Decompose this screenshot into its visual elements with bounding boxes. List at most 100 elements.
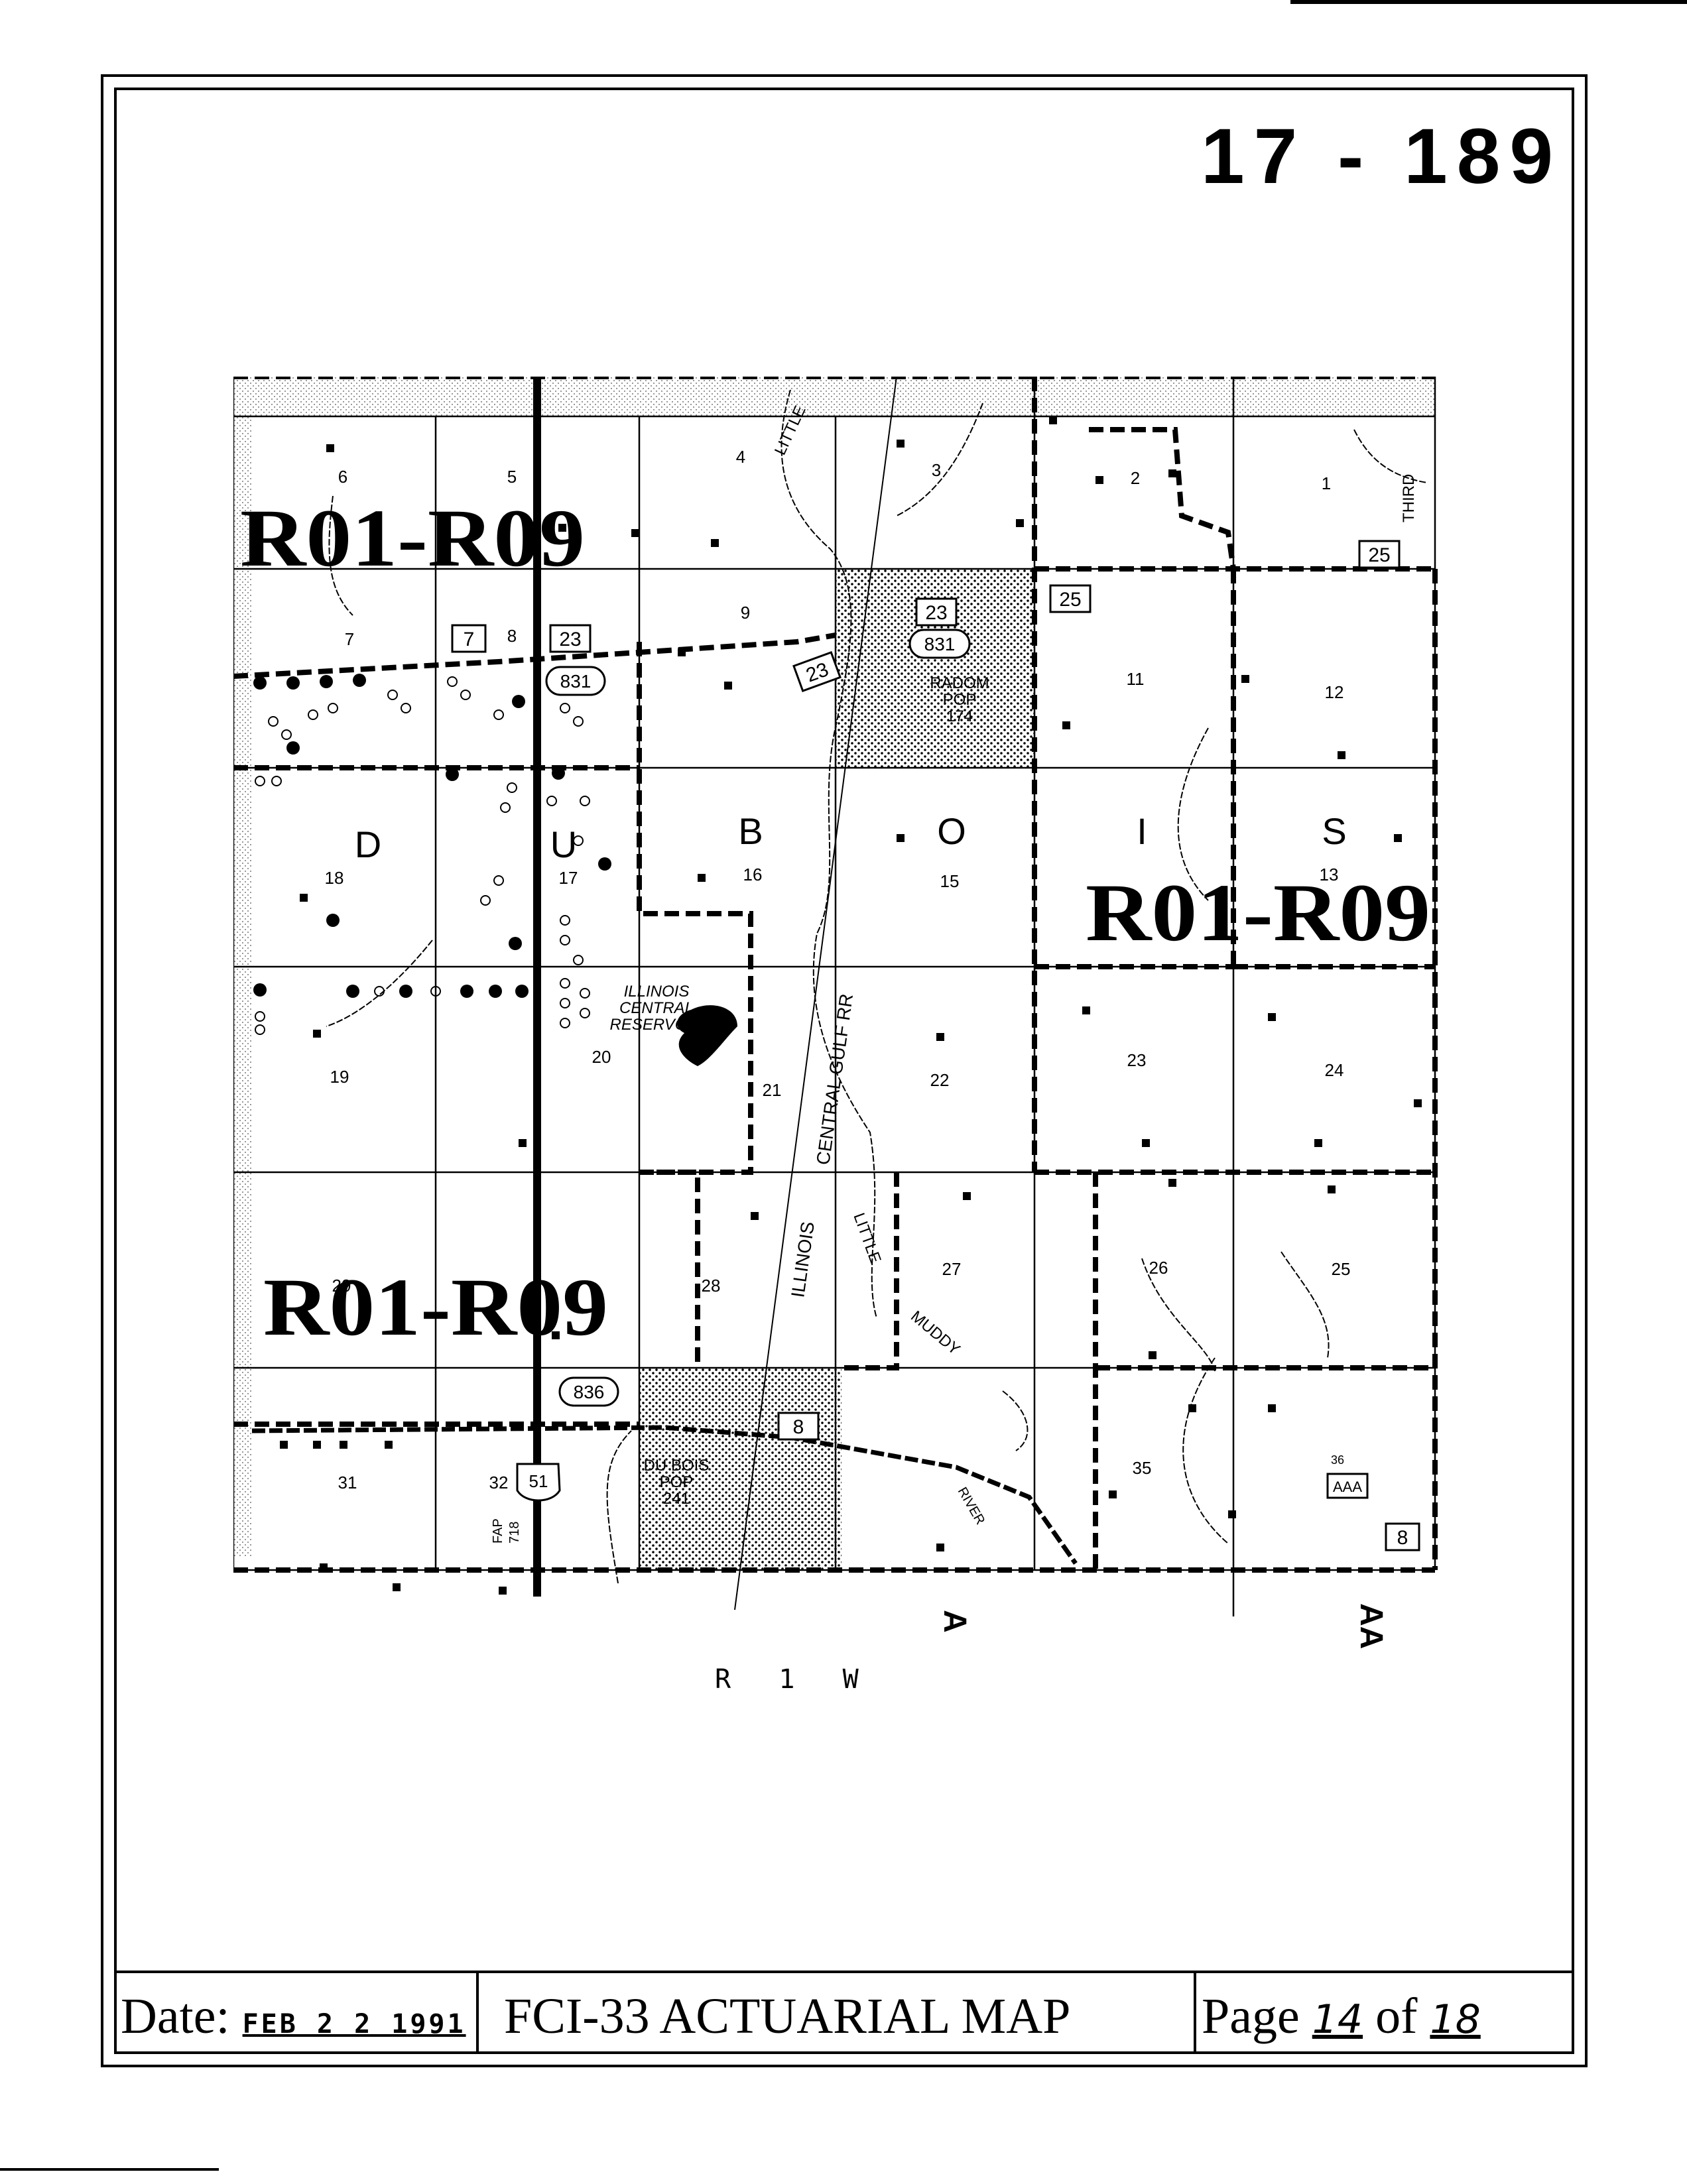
map-title: FCI-33 ACTUARIAL MAP (504, 1988, 1071, 2044)
date-stamp: FEB 2 2 1991 (242, 2009, 466, 2039)
section-number: 6 (338, 467, 347, 487)
a-mark: AA (1353, 1603, 1389, 1649)
section-number: 29 (332, 1276, 351, 1296)
zone-label: R01-R09 (1086, 867, 1430, 958)
section-number: 3 (932, 460, 941, 480)
waterway-name: RIVER (955, 1485, 988, 1528)
section-number: 7 (345, 629, 354, 649)
page-number-field: Page 14 of 18 (1202, 1988, 1481, 2045)
place-name: 241 (663, 1490, 690, 1508)
waterway-name: LITTLE (849, 1211, 884, 1266)
section-numbers: 1 2 3 4 5 6 7 8 9 11 12 13 15 16 17 18 1… (325, 447, 1351, 1492)
section-number: 18 (325, 868, 344, 888)
oval-route-number: 836 (574, 1382, 605, 1402)
section-number: 25 (1332, 1259, 1351, 1279)
place-name: POP (660, 1473, 694, 1491)
waterway-name: THIRD (1400, 474, 1418, 522)
aaa-label: AAA (1333, 1479, 1362, 1495)
outer-frame (101, 74, 1588, 2067)
page-of: of (1375, 1988, 1418, 2044)
place-name: POP (943, 691, 977, 709)
section-number: 8 (507, 626, 517, 646)
bottom-edge-rule (0, 2168, 219, 2171)
section-number: 24 (1325, 1060, 1344, 1080)
page-id: 17 - 189 (1201, 113, 1562, 200)
section-number: 11 (1127, 669, 1145, 689)
place-name: RADOM (930, 674, 989, 692)
section-number: 32 (489, 1473, 509, 1492)
section-number: 15 (940, 871, 960, 891)
range-label: R 1 W (715, 1664, 859, 1695)
waterway-name: MUDDY (907, 1307, 964, 1359)
section-number: 21 (763, 1080, 782, 1100)
top-edge-rule (1290, 0, 1687, 4)
route-number: 8 (1397, 1527, 1408, 1549)
us-route-shield (516, 1463, 561, 1502)
page-label: Page (1202, 1988, 1300, 2044)
oval-route-markers (545, 629, 971, 1407)
inner-frame (114, 88, 1574, 2054)
north-boundary-strip (233, 377, 1435, 416)
township-letter: B (738, 810, 763, 852)
section-number: 20 (592, 1047, 611, 1067)
section-number: 16 (743, 865, 763, 884)
railroad-labels: CENTRAL GULF RR ILLINOIS (787, 993, 857, 1299)
township-letter: I (1137, 810, 1147, 852)
section-number: 1 (1322, 473, 1331, 493)
dubois-town-area (639, 1368, 842, 1570)
a-mark: A (937, 1610, 972, 1633)
well-symbols (253, 674, 611, 1035)
township-boundaries (233, 374, 1438, 1573)
railroad-line (734, 376, 897, 1610)
township-letter: U (550, 823, 577, 865)
township-letter: D (355, 823, 381, 865)
place-name: DU BOIS (644, 1457, 710, 1475)
footer-divider (476, 1973, 479, 2054)
route-number: 25 (1059, 589, 1081, 611)
section-number: 17 (559, 868, 578, 888)
page-current: 14 (1312, 1996, 1363, 2043)
railroad-name: ILLINOIS (787, 1220, 818, 1298)
us-route-number: 51 (529, 1471, 548, 1491)
section-number: 22 (930, 1070, 950, 1090)
route-number: 23 (925, 602, 947, 624)
small-route-text: FAP (491, 1518, 505, 1544)
place-labels: RADOM POP 174 DU BOIS POP 241 ILLINOIS C… (610, 674, 989, 1508)
section-number: 12 (1325, 682, 1344, 702)
route-shields (451, 540, 1420, 1551)
oval-route-number: 831 (560, 671, 592, 692)
place-name: RESERVOIR (610, 1016, 704, 1034)
section-number: 4 (736, 447, 745, 467)
place-name: ILLINOIS (624, 983, 690, 1001)
route-number: 23 (559, 629, 581, 650)
township-letter: S (1322, 810, 1346, 852)
oval-route-number: 831 (924, 634, 956, 654)
date-label: Date: (121, 1988, 230, 2044)
oval-route-numbers: 831 831 836 (560, 634, 956, 1402)
route-number: 25 (1368, 544, 1390, 566)
section-number: 2 (1131, 468, 1140, 488)
zone-label: R01-R09 (263, 1262, 608, 1353)
route-number: 8 (793, 1416, 804, 1438)
section-number: 13 (1320, 865, 1339, 884)
section-number: 26 (1149, 1258, 1168, 1278)
footer-divider (1194, 1973, 1196, 2054)
small-route-labels: FAP 718 (491, 1518, 522, 1544)
building-markers (280, 416, 1422, 1595)
place-name: CENTRAL (619, 999, 694, 1017)
footer-bar: Date: FEB 2 2 1991 FCI-33 ACTUARIAL MAP … (114, 1971, 1574, 2054)
section-number: 5 (507, 467, 517, 487)
place-name: 174 (946, 707, 973, 725)
section-number: 31 (338, 1473, 357, 1492)
small-route-text: 718 (507, 1522, 522, 1544)
route-number: 7 (464, 629, 475, 650)
reservoir-shape (677, 1005, 737, 1066)
section-number: 35 (1133, 1458, 1152, 1478)
page-total: 18 (1430, 1996, 1481, 2043)
township-letter: O (937, 810, 966, 852)
township-name-letters: D U B O I S (355, 810, 1347, 865)
zone-labels: R01-R09 R01-R09 R01-R09 (240, 493, 1430, 1353)
aaa-box (1326, 1473, 1369, 1499)
section-number: 23 (1127, 1050, 1147, 1070)
west-boundary-strip (233, 416, 252, 1557)
